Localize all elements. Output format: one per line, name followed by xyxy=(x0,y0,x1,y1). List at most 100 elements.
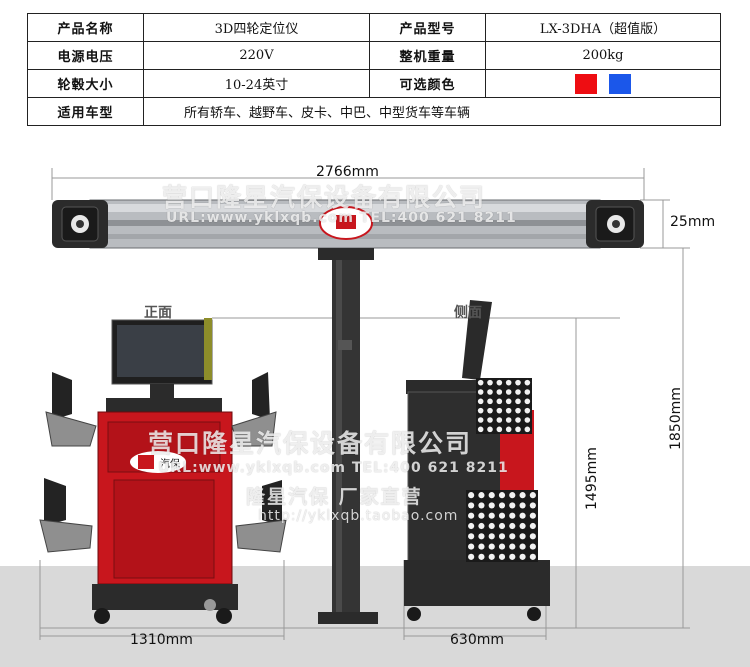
target-dot xyxy=(478,533,485,540)
spec-value-vehicles: 所有轿车、越野车、皮卡、中巴、中型货车等车辆 xyxy=(143,97,721,126)
target-dot xyxy=(519,492,526,499)
target-dot xyxy=(519,502,526,509)
target-dot xyxy=(498,502,506,509)
color-swatches xyxy=(485,69,721,98)
cabinet-logo-text: 汽保 xyxy=(160,457,180,470)
spec-label: 产品名称 xyxy=(27,13,144,42)
target-dot xyxy=(487,389,493,395)
spec-row: 适用车型 所有轿车、越野车、皮卡、中巴、中型货车等车辆 xyxy=(27,97,721,126)
target-dot xyxy=(468,492,475,499)
target-dot xyxy=(509,492,516,499)
target-dot xyxy=(496,379,503,386)
target-dot xyxy=(477,426,484,433)
target-dot xyxy=(468,533,475,540)
watermark-company: 营口隆星汽保设备有限公司 xyxy=(162,183,487,212)
target-dot xyxy=(524,426,531,433)
side-cabinet xyxy=(404,300,550,621)
target-dot xyxy=(468,553,475,560)
central-post xyxy=(318,248,378,624)
side-view-label: 侧面 xyxy=(454,305,482,321)
target-dot xyxy=(488,543,495,550)
target-dot xyxy=(468,512,475,519)
target-dot xyxy=(524,398,531,405)
target-dot xyxy=(505,417,512,423)
target-dot xyxy=(529,492,536,499)
target-dot xyxy=(509,553,516,560)
dim-camera-height: 25mm xyxy=(670,214,716,230)
watermark-url: URL:www.yklxqb.com TEL:400 621 8211 xyxy=(166,210,517,226)
target-dot xyxy=(519,543,526,550)
target-dot xyxy=(529,512,536,519)
target-dot xyxy=(478,512,485,519)
target-dot xyxy=(477,398,484,405)
target-dot xyxy=(498,522,506,530)
target-dot xyxy=(505,398,512,405)
front-view-label: 正面 xyxy=(144,305,172,321)
target-dot xyxy=(505,426,512,433)
target-dot xyxy=(478,553,485,560)
target-dot xyxy=(509,522,516,530)
dim-beam-width: 2766mm xyxy=(316,164,379,180)
target-dot xyxy=(496,417,503,423)
target-dot xyxy=(487,398,493,405)
target-dot xyxy=(498,492,506,499)
target-dot xyxy=(478,502,485,509)
target-dot xyxy=(488,553,495,560)
target-dot xyxy=(477,389,484,395)
target-dot xyxy=(478,492,485,499)
spec-label: 适用车型 xyxy=(27,97,144,126)
target-dot xyxy=(515,417,521,423)
target-dot xyxy=(515,407,521,414)
watermark-brand: 隆星汽保 厂家直营 xyxy=(246,486,423,508)
dim-side-width: 630mm xyxy=(450,632,504,648)
target-dot xyxy=(487,407,493,414)
target-dot xyxy=(529,533,536,540)
target-dot xyxy=(519,533,526,540)
target-dot xyxy=(498,512,506,519)
target-dot xyxy=(509,502,516,509)
watermark-company-2: 营口隆星汽保设备有限公司 xyxy=(148,429,473,458)
target-dot xyxy=(488,522,495,530)
target-dot xyxy=(487,417,493,423)
target-dot xyxy=(488,533,495,540)
target-dot xyxy=(498,543,506,550)
spec-value: 3D四轮定位仪 xyxy=(143,13,370,42)
target-dot xyxy=(478,543,485,550)
target-dot xyxy=(477,417,484,423)
spec-label: 轮毂大小 xyxy=(27,69,144,98)
target-dot xyxy=(524,417,531,423)
spec-row: 轮毂大小 10-24英寸 可选颜色 xyxy=(27,69,721,98)
spec-label: 整机重量 xyxy=(369,41,486,70)
target-dot xyxy=(468,522,475,530)
target-dot xyxy=(468,502,475,509)
target-dot xyxy=(488,502,495,509)
camera-beam xyxy=(52,199,644,249)
target-dot xyxy=(478,522,485,530)
target-dot xyxy=(487,426,493,433)
front-cabinet: 汽保 xyxy=(39,318,287,624)
target-dot xyxy=(529,553,536,560)
target-dot xyxy=(496,407,503,414)
color-swatch-red xyxy=(575,73,597,94)
color-swatch-blue xyxy=(609,73,631,94)
dim-cabinet-height: 1495mm xyxy=(584,447,600,510)
target-dot xyxy=(477,407,484,414)
target-dot xyxy=(515,398,521,405)
target-dot xyxy=(515,379,521,386)
target-dot xyxy=(488,492,495,499)
target-dot xyxy=(529,522,536,530)
target-dot xyxy=(498,553,506,560)
target-dot xyxy=(515,426,521,433)
target-dot xyxy=(519,553,526,560)
target-dot xyxy=(529,543,536,550)
target-dot xyxy=(509,543,516,550)
target-dot xyxy=(496,389,503,395)
target-dot xyxy=(519,512,526,519)
spec-table: 产品名称 3D四轮定位仪 产品型号 LX-3DHA（超值版） 电源电压 220V… xyxy=(27,13,721,126)
target-dot xyxy=(505,379,512,386)
dim-front-width: 1310mm xyxy=(130,632,193,648)
target-dots xyxy=(468,379,536,560)
spec-label: 可选颜色 xyxy=(369,69,486,98)
spec-row: 产品名称 3D四轮定位仪 产品型号 LX-3DHA（超值版） xyxy=(27,13,721,42)
